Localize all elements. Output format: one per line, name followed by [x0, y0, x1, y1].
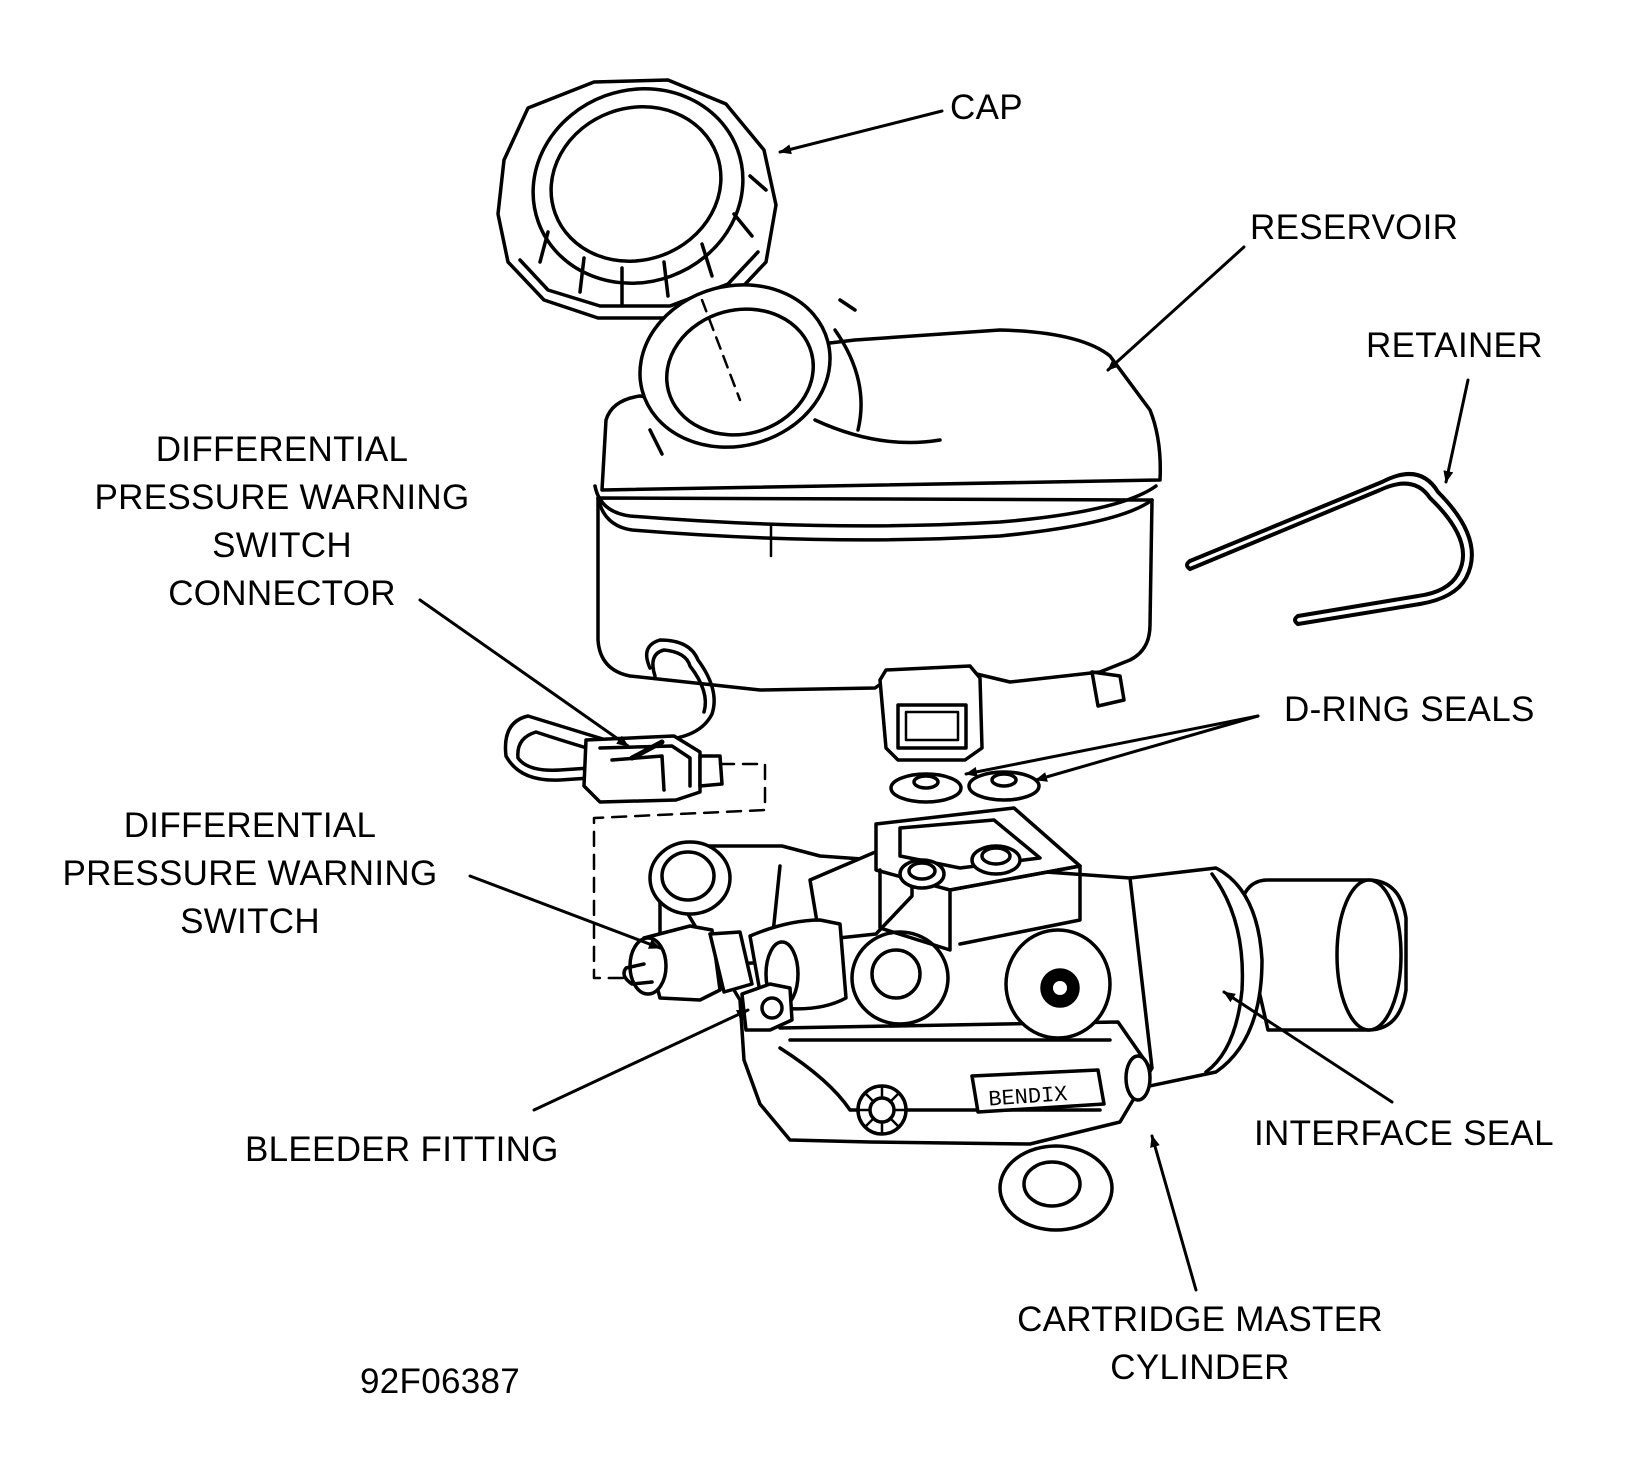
master-cylinder-label: CARTRIDGE MASTER CYLINDER [940, 1296, 1460, 1392]
interface-seal-arrow [1222, 990, 1394, 1104]
connector-label-line: CONNECTOR [168, 574, 396, 613]
connector-arrow [418, 598, 630, 748]
connector-label-line: DIFFERENTIAL [155, 430, 409, 469]
switch-label-line: SWITCH [180, 902, 320, 941]
switch-label-line: DIFFERENTIAL [123, 806, 377, 845]
cap-part [496, 78, 778, 320]
retainer-part [1185, 472, 1474, 626]
connector-label-line: PRESSURE WARNING [94, 478, 470, 517]
connector-label: DIFFERENTIAL PRESSURE WARNING SWITCH CON… [62, 426, 502, 618]
master-cylinder-label-line: CYLINDER [1110, 1348, 1290, 1387]
bleeder-fitting-label: BLEEDER FITTING [245, 1130, 559, 1169]
master-cylinder-part [622, 806, 1408, 1232]
connector-label-line: SWITCH [212, 526, 352, 565]
d-ring-seal-arrow-1 [964, 714, 1260, 777]
reservoir-part [593, 283, 1163, 762]
interface-seal-label: INTERFACE SEAL [1254, 1114, 1554, 1153]
master-cylinder-arrow [1150, 1134, 1198, 1292]
retainer-arrow [1443, 378, 1470, 484]
connector-to-switch-link [592, 762, 767, 980]
switch-connector-part [503, 638, 724, 804]
brand-stamp-text: BENDIX [988, 1082, 1069, 1112]
d-ring-seals-label: D-RING SEALS [1284, 690, 1535, 729]
cap-arrow [778, 109, 944, 155]
d-ring-seal-arrow-2 [1034, 714, 1260, 782]
master-cylinder-label-line: CARTRIDGE MASTER [1017, 1300, 1383, 1339]
retainer-label: RETAINER [1366, 326, 1543, 365]
switch-arrow [468, 874, 662, 950]
reservoir-label: RESERVOIR [1250, 208, 1459, 247]
switch-label-line: PRESSURE WARNING [62, 854, 438, 893]
cap-label: CAP [950, 88, 1023, 127]
d-ring-seals-part [889, 770, 1041, 804]
switch-label: DIFFERENTIAL PRESSURE WARNING SWITCH [30, 802, 470, 946]
bleeder-fitting-arrow [532, 1008, 750, 1112]
figure-id: 92F06387 [360, 1362, 521, 1401]
reservoir-arrow [1106, 245, 1246, 372]
